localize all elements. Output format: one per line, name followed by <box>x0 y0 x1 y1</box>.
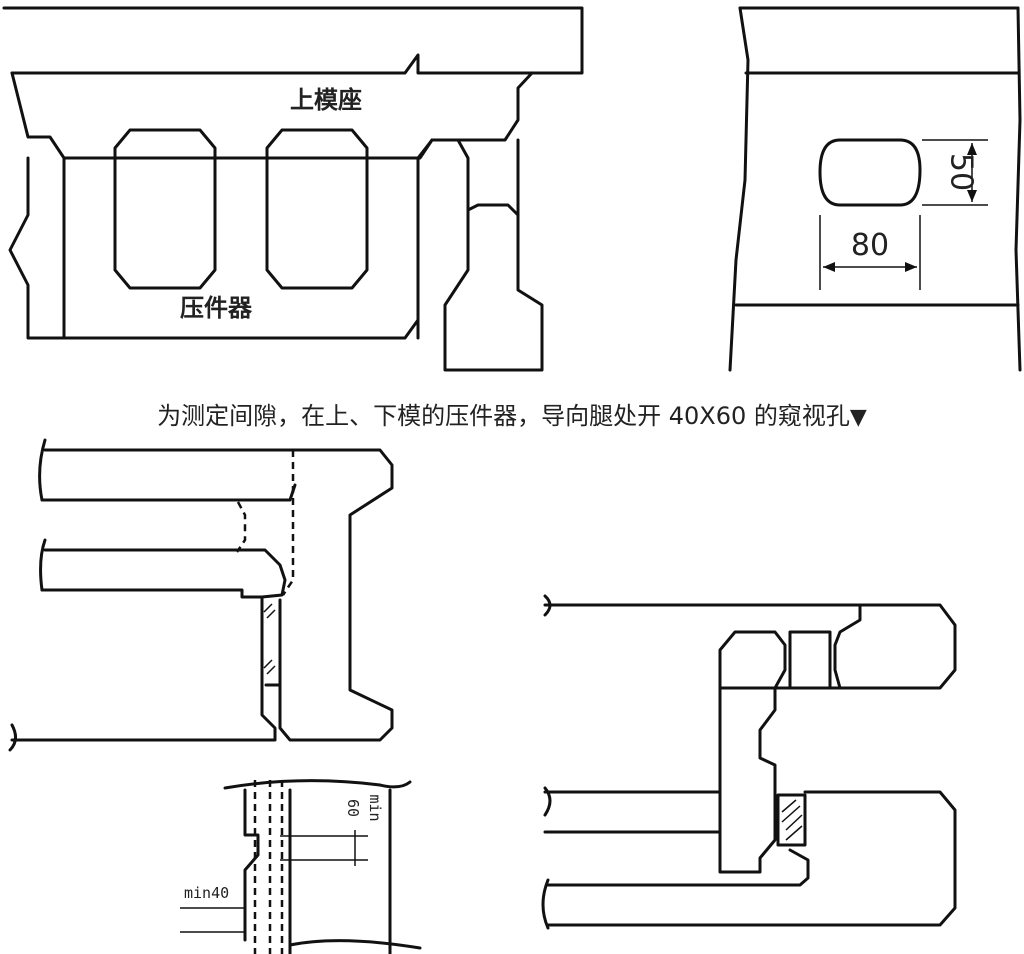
hole-height-dimension: 50 <box>944 153 979 191</box>
guide-leg-outline <box>416 138 544 372</box>
caption-text: 为测定间隙，在上、下模的压件器，导向腿处开 40X60 的窥视孔 <box>157 402 850 430</box>
view-hole-1 <box>113 128 217 290</box>
insert-hatching <box>781 799 803 841</box>
min-clearance-detail: min 60 min40 <box>180 779 422 954</box>
detail2-bottom-curve <box>288 939 422 950</box>
right-block <box>546 790 957 927</box>
guide-leg-inner <box>466 203 520 217</box>
hidden-hole <box>235 501 247 553</box>
min60-prefix: min <box>366 794 384 821</box>
presser-label: 压件器 <box>180 294 253 322</box>
height-arrow-up <box>967 143 977 155</box>
view-hole-2 <box>265 128 369 290</box>
top-plate-outline <box>543 594 957 690</box>
lower-plate-upper <box>39 538 287 692</box>
view-hole-detail: 50 80 <box>728 6 1022 372</box>
min60-value: 60 <box>344 799 362 817</box>
detail2-top-edge <box>223 779 412 790</box>
top-plate-joint <box>788 603 862 690</box>
middle-plate <box>543 786 720 834</box>
caption-triangle-icon: ▼ <box>849 405 867 430</box>
upper-die-section: 上模座 压件器 <box>2 6 584 372</box>
upper-die-base-label: 上模座 <box>290 86 362 114</box>
figure-caption: 为测定间隙，在上、下模的压件器，导向腿处开 40X60 的窥视孔▼ <box>0 396 1024 431</box>
upper-die-base-body <box>10 71 534 160</box>
guide-block <box>718 630 787 874</box>
detail-right-edge <box>1014 6 1022 372</box>
hatch-marks <box>263 603 276 675</box>
presser-outline <box>8 156 420 340</box>
upper-die-base-outline <box>2 6 584 75</box>
upper-plate-outline <box>38 438 394 742</box>
width-arrow-right <box>905 262 917 272</box>
hidden-leg-edge <box>281 450 295 596</box>
insert-piece <box>776 793 807 847</box>
width-arrow-left <box>823 262 835 272</box>
hole-width-dimension: 80 <box>851 228 889 263</box>
detail-view-hole <box>818 138 922 207</box>
guide-leg-assembly <box>541 594 957 930</box>
detail2-outline <box>243 788 392 954</box>
upper-plate-lower <box>40 483 297 502</box>
detail-left-edge <box>728 6 750 372</box>
bottom-curve <box>541 878 550 930</box>
min40-dimension: min40 <box>184 884 229 902</box>
guide-leg-section <box>8 438 394 752</box>
height-arrow-down <box>967 190 977 202</box>
lower-plate-body <box>8 588 277 752</box>
